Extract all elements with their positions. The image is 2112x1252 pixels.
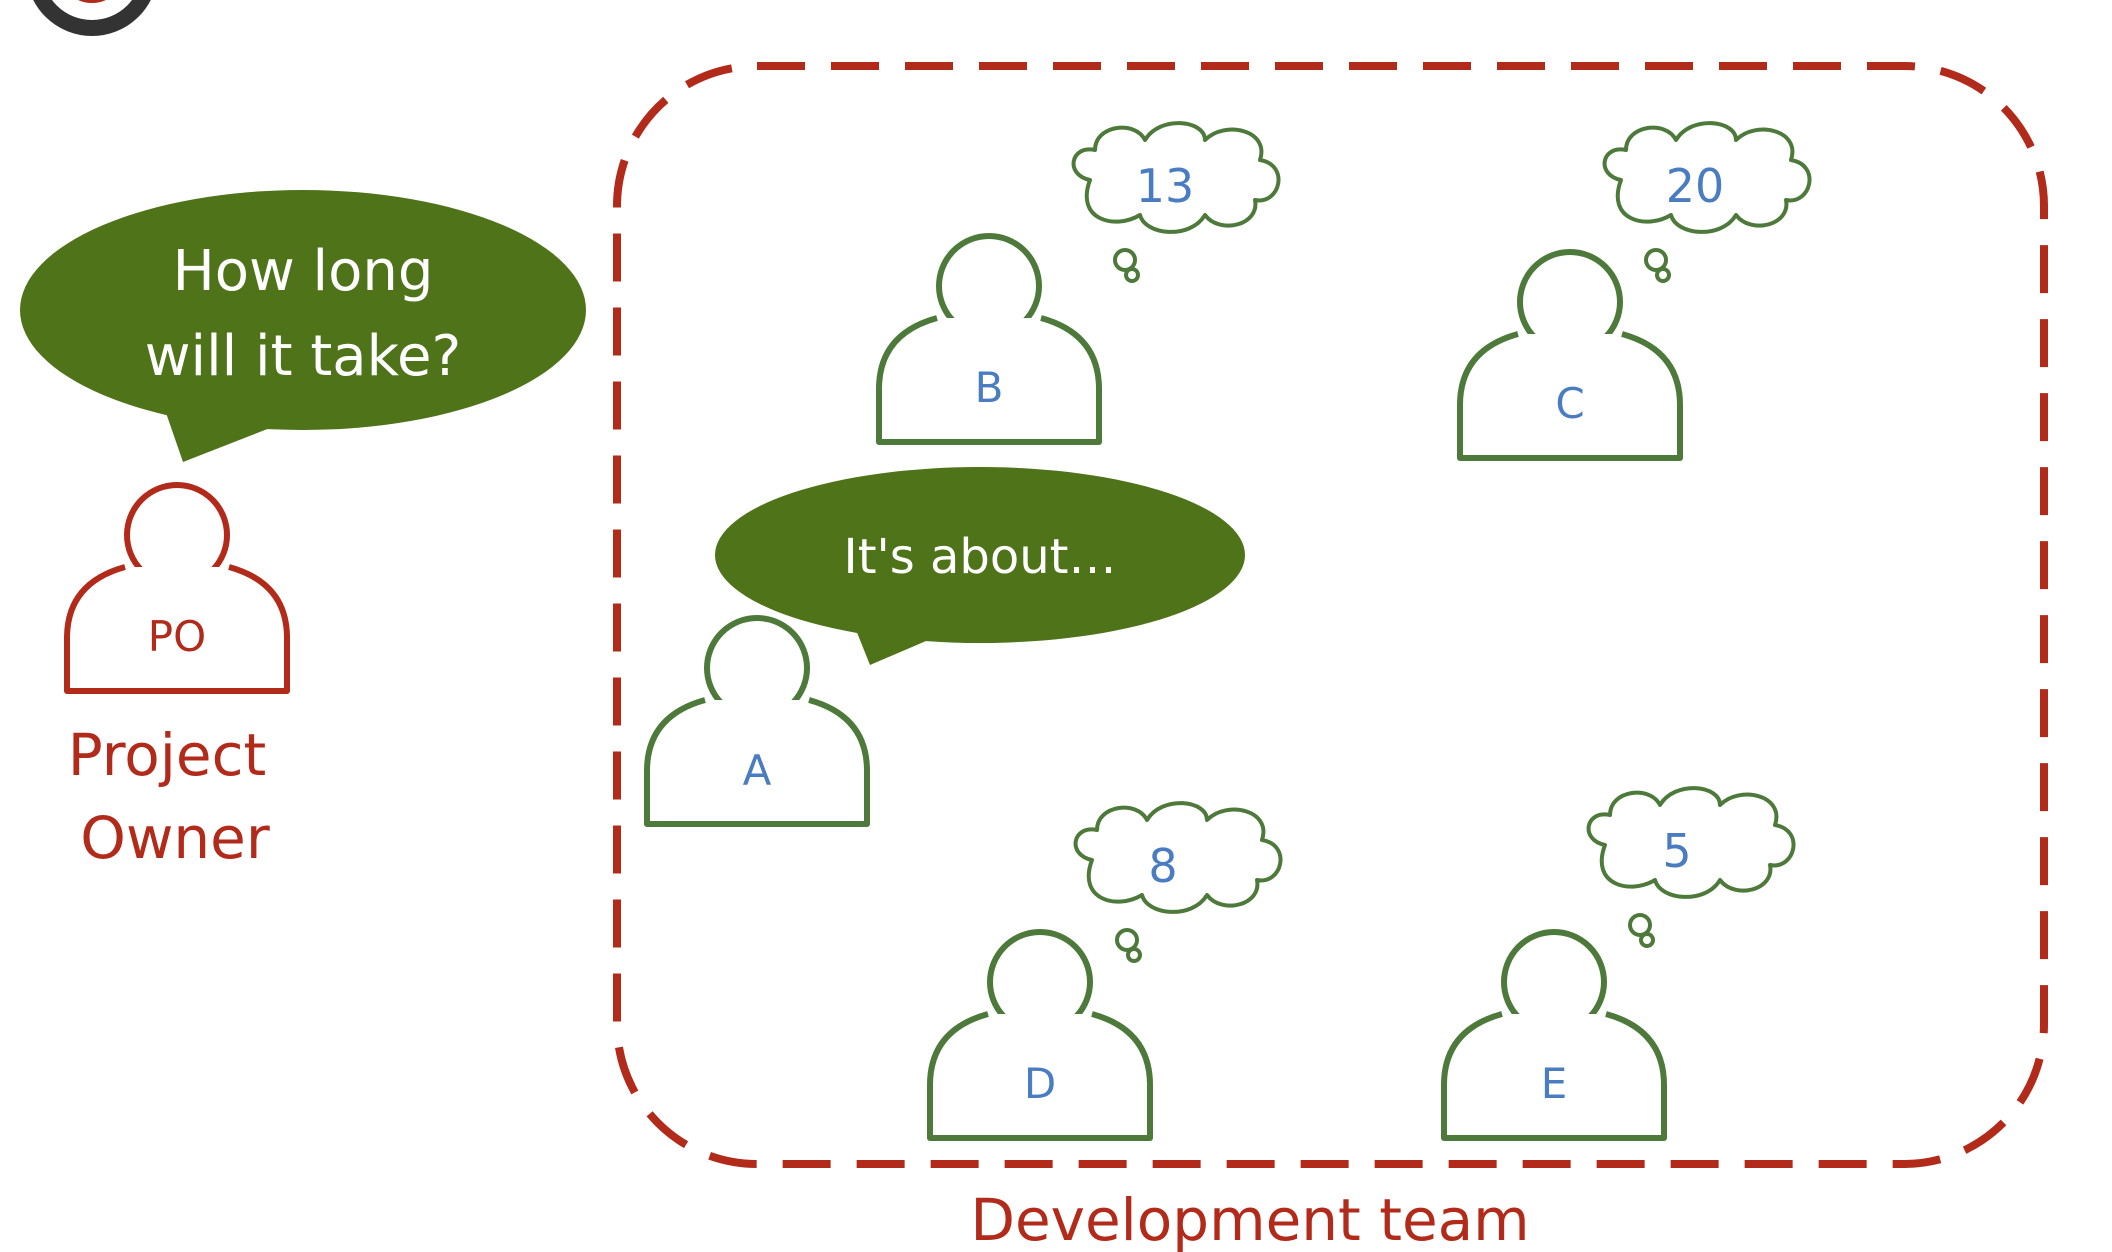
team-member-d-label: D — [1024, 1059, 1056, 1108]
team-member-c-label: C — [1555, 379, 1584, 428]
team-member-e-thought-cloud — [1586, 786, 1796, 948]
project-owner-speech-line-1: How long — [173, 239, 434, 304]
project-owner-role-line-2: Owner — [80, 804, 270, 872]
team-member-b-thought-cloud — [1071, 121, 1281, 283]
team-member-d-thought-cloud — [1073, 801, 1283, 963]
project-owner-badge: PO — [148, 612, 206, 661]
team-member-a-speech-bubble: It's about… — [715, 467, 1245, 665]
project-owner-speech-line-2: will it take? — [145, 324, 461, 389]
team-member-d-estimate: 8 — [1148, 839, 1177, 893]
team-member-b-label: B — [975, 363, 1004, 412]
team-member-e-label: E — [1541, 1059, 1568, 1108]
corner-logo-icon — [33, 0, 151, 36]
project-owner-role-line-1: Project — [68, 721, 266, 789]
team-member-c-thought-cloud — [1602, 121, 1812, 283]
team-member-a-speech-text: It's about… — [844, 529, 1117, 585]
development-team-label: Development team — [970, 1186, 1529, 1252]
development-team-boundary — [613, 62, 2048, 1168]
team-member-e-estimate: 5 — [1662, 824, 1691, 878]
team-member-b-estimate: 13 — [1136, 159, 1195, 213]
project-owner-speech-bubble: How long will it take? — [20, 190, 586, 462]
team-member-c-estimate: 20 — [1666, 159, 1725, 213]
team-member-a-label: A — [743, 746, 772, 795]
